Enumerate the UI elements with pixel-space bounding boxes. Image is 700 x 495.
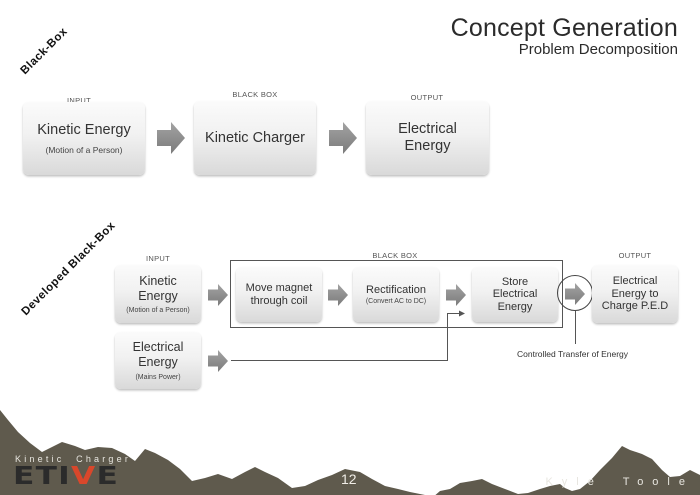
dbb-step-store-box: Store Electrical Energy — [472, 267, 558, 322]
mountain-silhouette-footer — [0, 410, 700, 495]
slide-title: Concept Generation — [450, 14, 678, 42]
bb-output-box: Electrical Energy — [366, 101, 489, 175]
brand-logo-part-1: ETI — [13, 461, 72, 490]
bb-process-box: Kinetic Charger — [194, 101, 316, 175]
dbb-input-kinetic-box: Kinetic Energy (Motion of a Person) — [115, 265, 201, 323]
bb-input-box: Kinetic Energy (Motion of a Person) — [23, 102, 145, 175]
mains-power-connector-line — [231, 310, 465, 361]
dbb-blackbox-caption: BLACK BOX — [372, 251, 418, 260]
dbb-input-kinetic-title: Kinetic Energy — [138, 274, 178, 303]
dbb-step-magnet-title: Move magnet through coil — [245, 281, 313, 307]
page-number: 12 — [341, 471, 357, 487]
dbb-input-electrical-subtitle: (Mains Power) — [135, 373, 181, 381]
bb-input-subtitle: (Motion of a Person) — [45, 145, 123, 156]
bb-process-title: Kinetic Charger — [205, 129, 305, 146]
dbb-input-electrical-title: Electrical Energy — [132, 340, 184, 369]
dbb-output-box: Electrical Energy to Charge P.E.D — [592, 265, 678, 323]
bb-arrow-2-icon — [329, 122, 357, 154]
dbb-output-title: Electrical Energy to Charge P.E.D — [601, 275, 669, 313]
dbb-arrow-3-icon — [446, 284, 466, 306]
brand-tagline: Kinetic Charger — [15, 454, 132, 464]
dbb-arrow-1-icon — [208, 284, 228, 306]
dbb-step-rectification-title: Rectification — [366, 284, 426, 297]
brand-logo-accent: V — [71, 461, 97, 490]
bb-input-title: Kinetic Energy — [37, 121, 131, 138]
dbb-input-kinetic-subtitle: (Motion of a Person) — [126, 306, 190, 314]
controlled-transfer-annotation: Controlled Transfer of Energy — [517, 349, 629, 359]
dbb-arrow-2-icon — [328, 284, 348, 306]
developed-black-box-section-label: Developed Black-Box — [19, 219, 118, 318]
bb-arrow-1-icon — [157, 122, 185, 154]
bb-blackbox-caption: BLACK BOX — [232, 90, 278, 99]
dbb-output-caption: OUTPUT — [618, 251, 652, 260]
black-box-section-label: Black-Box — [18, 25, 70, 77]
bb-input-caption: INPUT — [67, 96, 91, 105]
brand-logo: ETIVE — [13, 461, 119, 490]
controlled-transfer-circle — [557, 275, 593, 311]
annotation-leader-line — [575, 311, 576, 344]
dbb-step-rectification-subtitle: (Convert AC to DC) — [365, 297, 427, 305]
dbb-arrow-mains-icon — [208, 350, 228, 372]
dbb-input-caption: INPUT — [146, 254, 170, 263]
bb-output-title: Electrical Energy — [398, 121, 457, 154]
slide-subtitle: Problem Decomposition — [518, 41, 678, 58]
dbb-step-magnet-box: Move magnet through coil — [236, 267, 322, 322]
dbb-step-rectification-box: Rectification (Convert AC to DC) — [353, 267, 439, 322]
brand-logo-part-3: E — [96, 461, 120, 490]
author-name: Kyle Toole — [545, 476, 694, 488]
bb-output-caption: OUTPUT — [410, 93, 444, 102]
dbb-input-electrical-box: Electrical Energy (Mains Power) — [115, 332, 201, 389]
dbb-step-store-title: Store Electrical Energy — [492, 275, 538, 313]
